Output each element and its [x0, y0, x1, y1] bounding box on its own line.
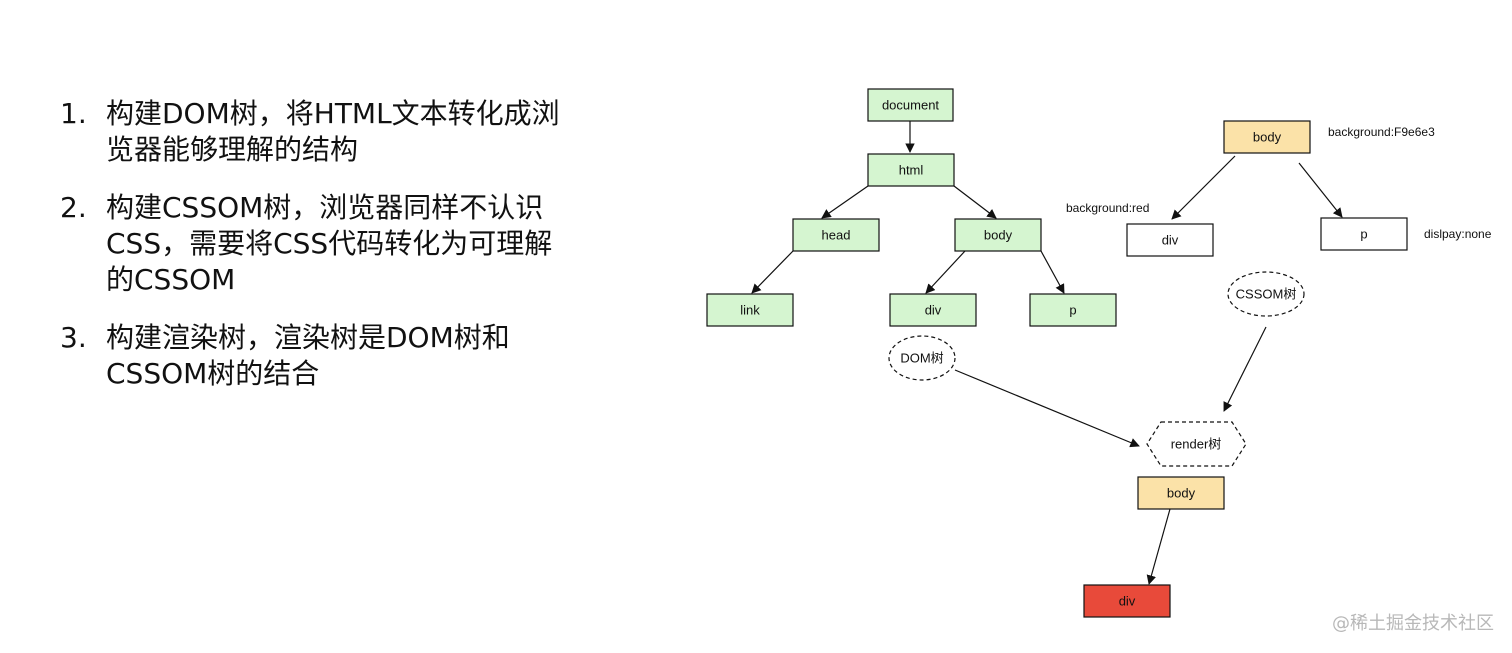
dom-node-body: body: [954, 218, 1042, 252]
dom-node-html: html: [867, 153, 955, 187]
step-text: 构建DOM树，将HTML文本转化成浏览器能够理解的结构: [106, 97, 560, 166]
node-label: div: [1119, 594, 1136, 609]
body-style-annotation: background:F9e6e3: [1328, 125, 1435, 139]
dom-tree-tag: DOM树: [888, 335, 956, 381]
cssom-node-p: p: [1320, 217, 1408, 251]
node-label: document: [882, 98, 939, 113]
step-1: 1. 构建DOM树，将HTML文本转化成浏览器能够理解的结构: [60, 96, 580, 168]
node-label: p: [1360, 227, 1367, 242]
div-style-annotation: background:red: [1066, 201, 1149, 215]
tag-label: DOM树: [900, 351, 943, 366]
node-label: body: [1253, 130, 1282, 145]
steps-list: 1. 构建DOM树，将HTML文本转化成浏览器能够理解的结构 2. 构建CSSO…: [60, 96, 580, 414]
node-label: div: [925, 303, 942, 318]
node-label: body: [1167, 486, 1196, 501]
tag-label: CSSOM树: [1236, 287, 1297, 302]
dom-node-link: link: [706, 293, 794, 327]
render-node-body: body: [1137, 476, 1225, 510]
render-tree-tag: render树: [1146, 421, 1247, 467]
p-style-annotation: dislpay:none: [1424, 227, 1492, 241]
dom-node-p: p: [1029, 293, 1117, 327]
node-label: link: [740, 303, 760, 318]
dom-tree-edges: [751, 121, 1065, 294]
merge-edges: [954, 326, 1267, 585]
cssom-node-div: div: [1126, 223, 1214, 257]
node-label: head: [822, 228, 851, 243]
node-label: body: [984, 228, 1013, 243]
tag-label: render树: [1171, 437, 1222, 452]
dom-node-head: head: [792, 218, 880, 252]
watermark: @稀土掘金技术社区: [1332, 613, 1494, 634]
step-number: 2.: [60, 191, 87, 224]
step-number: 3.: [60, 321, 87, 354]
step-text: 构建渲染树，渲染树是DOM树和CSSOM树的结合: [106, 321, 510, 390]
dom-node-div: div: [889, 293, 977, 327]
node-label: html: [899, 163, 924, 178]
cssom-tree-tag: CSSOM树: [1227, 271, 1305, 317]
dom-node-document: document: [867, 88, 954, 122]
render-node-div: div: [1083, 584, 1171, 618]
step-number: 1.: [60, 97, 87, 130]
step-text: 构建CSSOM树，浏览器同样不认识CSS，需要将CSS代码转化为可理解的CSSO…: [106, 191, 553, 296]
step-2: 2. 构建CSSOM树，浏览器同样不认识CSS，需要将CSS代码转化为可理解的C…: [60, 190, 580, 298]
node-label: p: [1069, 303, 1076, 318]
cssom-tree-edges: [1171, 155, 1343, 220]
step-3: 3. 构建渲染树，渲染树是DOM树和CSSOM树的结合: [60, 320, 580, 392]
cssom-node-body: body: [1223, 120, 1311, 154]
node-label: div: [1162, 233, 1179, 248]
